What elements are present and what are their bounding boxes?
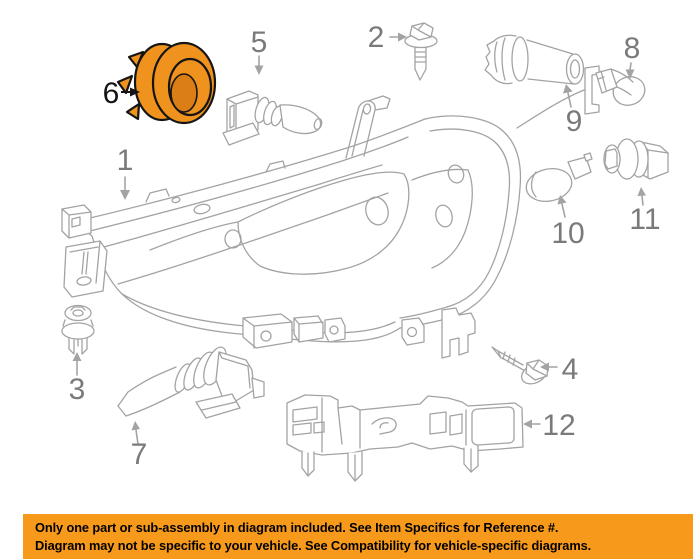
part-3-arrow	[72, 352, 82, 376]
part-3-clip-drawing	[61, 304, 95, 355]
part-7-arrow	[131, 421, 140, 445]
part-11-arrow	[637, 187, 646, 206]
part-8-bulb-drawing	[595, 68, 646, 106]
part-10-arrow	[557, 195, 567, 218]
part-7-bulb-drawing	[117, 346, 265, 419]
part-10-bulb-drawing	[525, 152, 593, 203]
disclaimer-line-1: Only one part or sub-assembly in diagram…	[35, 520, 559, 535]
part-9-bulb-socket-drawing	[484, 34, 585, 85]
part-5-label: 5	[251, 26, 268, 59]
part-11-socket-drawing	[603, 138, 669, 180]
part-2-bolt-drawing	[404, 22, 438, 81]
part-6-socket-cap-drawing	[116, 41, 217, 125]
part-10-label: 10	[551, 217, 584, 250]
part-9-label: 9	[566, 105, 583, 138]
part-labels: 1 2 3 4 5 7 8 9 10 11 12	[69, 21, 661, 471]
part-12-arrow	[523, 419, 541, 429]
part-7-label: 7	[131, 438, 148, 471]
part-6-label: 6	[103, 77, 120, 110]
part-6-arrow	[121, 87, 140, 97]
part-8-arrow	[625, 62, 635, 79]
part-4-label: 4	[562, 353, 579, 386]
part-12-label: 12	[542, 409, 575, 442]
part-4-screw-drawing	[491, 346, 549, 385]
disclaimer-banner: Only one part or sub-assembly in diagram…	[23, 514, 693, 559]
part-1-headlamp-assembly-drawing	[61, 65, 600, 359]
part-12-bracket-drawing	[286, 394, 524, 482]
disclaimer-line-2: Diagram may not be specific to your vehi…	[35, 538, 592, 553]
part-5-arrow	[254, 55, 264, 75]
part-2-label: 2	[368, 21, 385, 54]
part-2-arrow	[389, 32, 407, 42]
callout-arrows	[72, 32, 646, 445]
part-4-arrow	[540, 362, 558, 372]
part-11-label: 11	[629, 203, 660, 236]
part-1-label: 1	[117, 144, 134, 177]
part-1-arrow	[120, 176, 130, 200]
part-3-label: 3	[69, 373, 86, 406]
part-8-label: 8	[624, 32, 641, 65]
part-5-bulb-drawing	[222, 90, 323, 146]
part-9-arrow	[563, 84, 573, 108]
